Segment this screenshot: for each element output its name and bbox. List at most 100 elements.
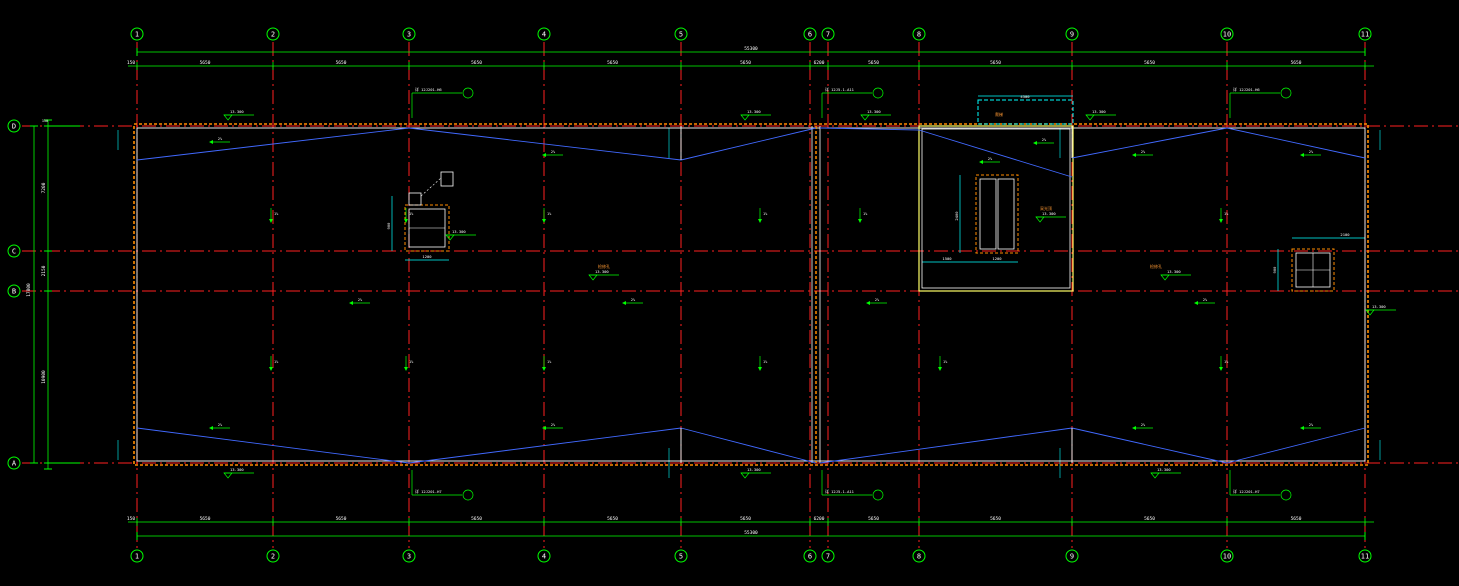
dim-local-text: 1500 (942, 256, 952, 261)
dim-text: 5650 (868, 60, 879, 66)
level-mark-text: 13.300 (595, 269, 609, 274)
skylight-outline (975, 174, 1019, 254)
slope-line (819, 127, 920, 131)
detail-callout-text: 详 12J5-1-A11 (825, 489, 855, 494)
axis-bubble-col (537, 27, 551, 41)
axis-bubble-row (7, 456, 21, 470)
dim-text: 5650 (740, 60, 751, 66)
axis-bubble-col (674, 27, 688, 41)
slope-arrow-h-text: 2% (1309, 423, 1314, 427)
detail-callout-bubble (872, 87, 884, 99)
detail-callout-bubble (462, 87, 474, 99)
axis-bubble-col (912, 27, 926, 41)
slope-line (680, 427, 817, 464)
dim-text: 5650 (990, 60, 1001, 66)
dim-text: 5650 (336, 516, 347, 522)
dim-text: 5650 (990, 516, 1001, 522)
axis-bubble-col (402, 27, 416, 41)
detail-callout-bubble (462, 489, 474, 501)
axis-label-col: 2 (271, 553, 275, 561)
dim-local-text: 2100 (1340, 232, 1350, 237)
slope-arrow-h-text: 2% (1141, 150, 1146, 154)
axis-label-row: B (12, 288, 16, 296)
detail-callout-text: 详 12J201-H6 (415, 87, 442, 92)
level-mark-text: 13.300 (867, 109, 881, 114)
axis-bubble-col (803, 27, 817, 41)
slope-arrow-h-head (1132, 153, 1136, 157)
dim-text: 5650 (471, 60, 482, 66)
axis-bubble-col (1358, 27, 1372, 41)
annotations: 2%2%2%2%2%2%2%2%2%2%2%2%2%2%1%1%1%1%1%1%… (218, 87, 1387, 494)
slope-arrow-v-head (269, 367, 273, 371)
dim-text: 5650 (740, 516, 751, 522)
axis-label-col: 8 (917, 553, 921, 561)
axis-label-col: 3 (407, 31, 411, 39)
axis-label-col: 7 (826, 553, 830, 561)
axis-bubble-row (7, 119, 21, 133)
axis-label-col: 10 (1223, 553, 1231, 561)
slope-arrow-v-head (1219, 367, 1223, 371)
dim-text: 5650 (471, 516, 482, 522)
detail-callout-text: 详 12J5-1-A11 (825, 87, 855, 92)
axis-bubble-col (266, 549, 280, 563)
axis-label-col: 4 (542, 31, 546, 39)
axis-label-col: 2 (271, 31, 275, 39)
dim-text: 5650 (200, 516, 211, 522)
roof-room-inner (921, 128, 1071, 289)
level-mark-text: 13.300 (1157, 467, 1171, 472)
slope-arrow-v-text: 1% (763, 212, 768, 216)
dim-text: 5650 (1291, 516, 1302, 522)
level-mark-text: 13.300 (230, 109, 244, 114)
slope-line (136, 427, 410, 464)
slope-line (1226, 127, 1366, 159)
dim-text: 6200 (814, 60, 825, 66)
slope-arrow-v-head (858, 219, 862, 223)
axis-bubble-col (1358, 549, 1372, 563)
dim-local-text: 1200 (422, 254, 432, 259)
slope-line (136, 127, 410, 161)
axis-label-col: 6 (808, 553, 812, 561)
slope-line (1071, 427, 1228, 464)
dim-text: 5650 (200, 60, 211, 66)
room-tag: 检修孔 (1150, 263, 1162, 269)
axis-bubble-col (803, 549, 817, 563)
axis-label-col: 9 (1070, 31, 1074, 39)
dim-text: 5650 (1144, 516, 1155, 522)
detail-leader (420, 177, 442, 197)
slope-arrow-v-text: 1% (1224, 360, 1229, 364)
axis-label-col: 5 (679, 31, 683, 39)
parapet-walls (133, 99, 1369, 466)
slope-arrow-v-head (542, 367, 546, 371)
slope-arrow-h-text: 2% (218, 137, 223, 141)
axis-label-col: 8 (917, 31, 921, 39)
slope-arrow-h-head (349, 301, 353, 305)
axis-bubble-col (266, 27, 280, 41)
dim-text: 5650 (607, 516, 618, 522)
slope-arrow-v-head (758, 367, 762, 371)
parapet-inner (136, 127, 1366, 462)
hatch-outline-left (404, 204, 450, 252)
skylight-pane (979, 178, 997, 250)
roof-details (209, 87, 1396, 501)
axis-bubble-row (7, 284, 21, 298)
axis-bubble-col (402, 549, 416, 563)
dim-left-edge: 150 (42, 119, 48, 123)
slope-arrow-v-text: 1% (274, 212, 279, 216)
dim-left-seg-text: 2150 (41, 265, 47, 276)
axis-bubble-row (7, 244, 21, 258)
dim-text: 5650 (1291, 60, 1302, 66)
slope-arrow-h-head (1194, 301, 1198, 305)
slope-arrow-h-head (1132, 426, 1136, 430)
slope-line (680, 127, 817, 161)
dim-local-text: 4500 (1020, 94, 1030, 99)
axis-label-col: 6 (808, 31, 812, 39)
axis-label-row: A (12, 460, 17, 468)
slope-arrow-h-text: 2% (1141, 423, 1146, 427)
axis-label-col: 11 (1361, 553, 1369, 561)
axis-label-col: 11 (1361, 31, 1369, 39)
level-mark-text: 13.300 (1372, 304, 1386, 309)
